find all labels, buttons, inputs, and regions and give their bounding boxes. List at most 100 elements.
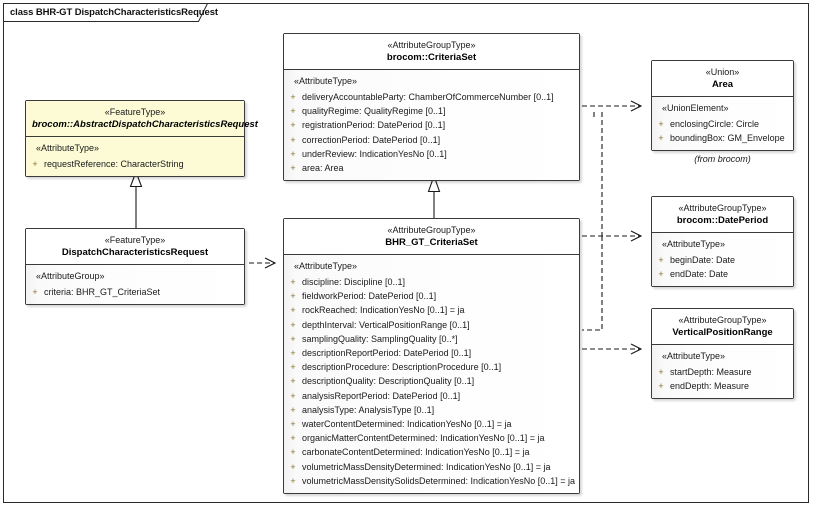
attribute-text: requestReference: CharacterString	[44, 159, 184, 169]
class-name: brocom::AbstractDispatchCharacteristicsR…	[32, 119, 258, 130]
attribute-text: fieldworkPeriod: DatePeriod [0..1]	[302, 291, 437, 302]
visibility-marker: +	[658, 367, 664, 377]
class-box-area[interactable]: «Union» Area «UnionElement» + enclosingC…	[651, 60, 794, 152]
attribute-row: + qualityRegime: QualityRegime [0..1]	[284, 104, 579, 118]
visibility-marker: +	[290, 277, 296, 287]
visibility-marker: +	[32, 159, 38, 169]
attribute-group-stereotype: «AttributeGroup»	[36, 271, 105, 281]
visibility-marker: +	[290, 461, 296, 472]
attribute-group-stereotype: «AttributeType»	[662, 239, 726, 249]
attribute-text: deliveryAccountableParty: ChamberOfComme…	[302, 92, 554, 102]
attribute-text: samplingQuality: SamplingQuality [0..*]	[302, 333, 458, 344]
attribute-row: + rockReached: IndicationYesNo [0..1] = …	[284, 303, 579, 317]
attribute-row: + waterContentDetermined: IndicationYesN…	[284, 417, 579, 431]
attribute-text: rockReached: IndicationYesNo [0..1] = ja	[302, 305, 465, 316]
class-header: «Union» Area	[652, 61, 793, 97]
attribute-row: + descriptionReportPeriod: DatePeriod [0…	[284, 346, 579, 360]
class-attributes-compartment: «AttributeType» + discipline: Discipline…	[284, 255, 579, 494]
attribute-group-stereotype: «AttributeType»	[294, 76, 358, 86]
class-box-abstract-dispatch-characteristics-request[interactable]: «FeatureType» brocom::AbstractDispatchCh…	[25, 100, 258, 178]
attribute-text: startDepth: Measure	[670, 367, 752, 377]
visibility-marker: +	[32, 287, 38, 297]
attribute-text: qualityRegime: QualityRegime [0..1]	[302, 106, 446, 117]
class-attributes-compartment: «AttributeType» + deliveryAccountablePar…	[284, 70, 579, 181]
visibility-marker: +	[290, 376, 296, 387]
attribute-text: descriptionReportPeriod: DatePeriod [0..…	[302, 348, 472, 359]
class-box-dispatch-characteristics-request[interactable]: «FeatureType» DispatchCharacteristicsReq…	[25, 228, 245, 306]
attribute-group-stereotype: «AttributeType»	[294, 261, 358, 271]
class-box-brocom-criteria-set[interactable]: «AttributeGroupType» brocom::CriteriaSet…	[283, 33, 580, 182]
diagram-title: class BHR-GT DispatchCharacteristicsRequ…	[10, 7, 218, 18]
class-header: «FeatureType» brocom::AbstractDispatchCh…	[26, 101, 258, 137]
attribute-row: + deliveryAccountableParty: ChamberOfCom…	[284, 90, 579, 104]
class-name: Area	[711, 79, 734, 90]
class-name: VerticalPositionRange	[672, 327, 773, 338]
stereotype-label: «AttributeGroupType»	[387, 225, 476, 235]
attribute-text: volumetricMassDensityDetermined: Indicat…	[302, 461, 551, 472]
visibility-marker: +	[290, 475, 296, 486]
stereotype-label: «AttributeGroupType»	[678, 315, 767, 325]
attribute-row: + registrationPeriod: DatePeriod [0..1]	[284, 118, 579, 132]
visibility-marker: +	[290, 447, 296, 458]
attribute-text: carbonateContentDetermined: IndicationYe…	[302, 447, 530, 458]
attribute-text: area: Area	[302, 163, 344, 174]
attribute-text: descriptionQuality: DescriptionQuality […	[302, 376, 475, 387]
attribute-text: criteria: BHR_GT_CriteriaSet	[44, 287, 161, 297]
attribute-row: + discipline: Discipline [0..1]	[284, 275, 579, 289]
visibility-marker: +	[658, 133, 664, 144]
class-header: «AttributeGroupType» VerticalPositionRan…	[652, 309, 793, 345]
attribute-text: volumetricMassDensitySolidsDetermined: I…	[302, 475, 576, 486]
attribute-row: + samplingQuality: SamplingQuality [0..*…	[284, 332, 579, 346]
class-attributes-compartment: «AttributeType» + requestReference: Char…	[26, 137, 244, 177]
attribute-text: organicMatterContentDetermined: Indicati…	[302, 433, 545, 444]
attribute-row: + criteria: BHR_GT_CriteriaSet	[26, 285, 244, 299]
visibility-marker: +	[658, 269, 664, 280]
title-tab-shape	[3, 3, 209, 22]
attribute-row: + beginDate: Date	[652, 253, 793, 267]
visibility-marker: +	[290, 404, 296, 415]
attribute-row: + area: Area	[284, 161, 579, 175]
attribute-text: beginDate: Date	[670, 255, 736, 265]
class-name: brocom::CriteriaSet	[386, 52, 477, 63]
attribute-row: + descriptionQuality: DescriptionQuality…	[284, 374, 579, 388]
visibility-marker: +	[290, 362, 296, 373]
visibility-marker: +	[290, 163, 296, 174]
class-name: brocom::DatePeriod	[676, 215, 769, 226]
attribute-row: + organicMatterContentDetermined: Indica…	[284, 431, 579, 445]
visibility-marker: +	[290, 92, 296, 102]
attribute-row: + volumetricMassDensityDetermined: Indic…	[284, 460, 579, 474]
class-attributes-compartment: «AttributeType» + startDepth: Measure + …	[652, 345, 793, 399]
class-attributes-compartment: «UnionElement» + enclosingCircle: Circle…	[652, 97, 793, 151]
visibility-marker: +	[290, 148, 296, 159]
class-header: «FeatureType» DispatchCharacteristicsReq…	[26, 229, 244, 265]
attribute-row: + fieldworkPeriod: DatePeriod [0..1]	[284, 289, 579, 303]
attribute-row: + volumetricMassDensitySolidsDetermined:…	[284, 474, 579, 488]
class-name: DispatchCharacteristicsRequest	[61, 247, 209, 258]
attribute-group-stereotype: «UnionElement»	[662, 103, 729, 113]
visibility-marker: +	[658, 255, 664, 265]
stereotype-label: «FeatureType»	[104, 235, 166, 245]
attribute-row: + startDepth: Measure	[652, 365, 793, 379]
stereotype-label: «AttributeGroupType»	[387, 40, 476, 50]
class-attributes-compartment: «AttributeType» + beginDate: Date + endD…	[652, 233, 793, 287]
visibility-marker: +	[290, 106, 296, 117]
attribute-row: + endDate: Date	[652, 267, 793, 281]
stereotype-label: «AttributeGroupType»	[678, 203, 767, 213]
visibility-marker: +	[290, 348, 296, 359]
attribute-text: underReview: IndicationYesNo [0..1]	[302, 148, 447, 159]
attribute-row: + underReview: IndicationYesNo [0..1]	[284, 147, 579, 161]
visibility-marker: +	[290, 419, 296, 430]
attribute-row: + endDepth: Measure	[652, 379, 793, 393]
attribute-row: + enclosingCircle: Circle	[652, 117, 793, 131]
attribute-text: enclosingCircle: Circle	[670, 119, 760, 129]
class-box-brocom-date-period[interactable]: «AttributeGroupType» brocom::DatePeriod …	[651, 196, 794, 288]
attribute-text: discipline: Discipline [0..1]	[302, 277, 406, 287]
class-box-bhr-gt-criteria-set[interactable]: «AttributeGroupType» BHR_GT_CriteriaSet …	[283, 218, 580, 495]
stereotype-label: «FeatureType»	[104, 107, 166, 117]
attribute-row: + correctionPeriod: DatePeriod [0..1]	[284, 133, 579, 147]
class-header: «AttributeGroupType» brocom::DatePeriod	[652, 197, 793, 233]
attribute-row: + analysisReportPeriod: DatePeriod [0..1…	[284, 389, 579, 403]
class-box-vertical-position-range[interactable]: «AttributeGroupType» VerticalPositionRan…	[651, 308, 794, 400]
attribute-text: depthInterval: VerticalPositionRange [0.…	[302, 319, 470, 330]
attribute-text: registrationPeriod: DatePeriod [0..1]	[302, 120, 446, 131]
